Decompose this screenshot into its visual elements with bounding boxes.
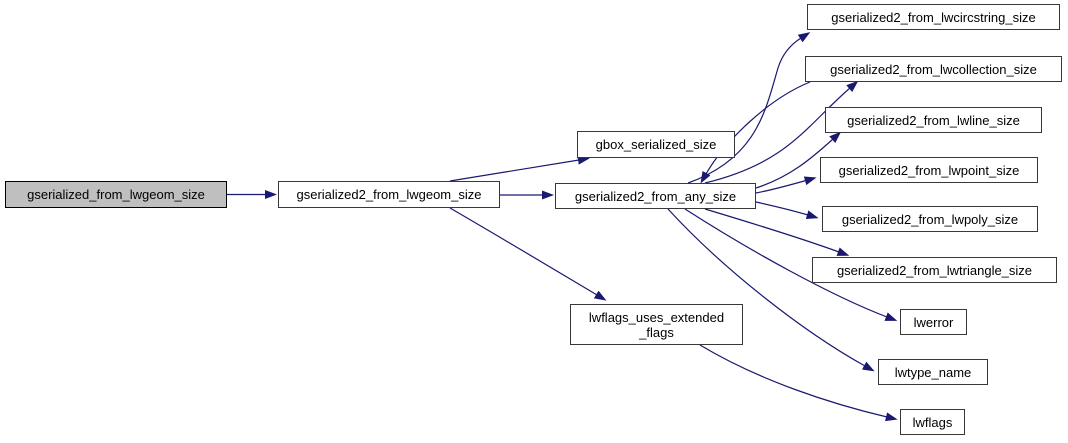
graph-node-lwflags_uses_extended_flags[interactable]: lwflags_uses_extended_flags [570,304,743,345]
graph-node-label: gserialized2_from_lwtriangle_size [836,262,1033,278]
call-edge-gserialized2_from_any_size-to-lwerror [684,208,898,321]
call-edge-gserialized2_from_any_size-to-gserialized2_from_lwcircstring_size [687,32,811,184]
graph-node-label: gserialized2_from_lwcollection_size [830,61,1037,77]
graph-node-label: lwerror [913,314,954,330]
graph-node-label: gserialized_from_lwgeom_size [27,187,205,202]
graph-node-label: lwflags_uses_extended_flags [588,309,725,340]
graph-node-gserialized2_from_lwline_size[interactable]: gserialized2_from_lwline_size [825,107,1042,133]
call-edge-gserialized2_from_any_size-to-gserialized2_from_lwpoint_size [755,176,817,194]
graph-node-gserialized2_from_lwpoint_size[interactable]: gserialized2_from_lwpoint_size [820,157,1038,183]
graph-node-label: gserialized2_from_lwline_size [847,112,1020,128]
graph-node-lwflags[interactable]: lwflags [900,409,965,435]
call-edge-gserialized2_from_lwgeom_size-to-gbox_serialized_size [449,155,590,182]
graph-node-label: lwflags [912,414,953,430]
graph-node-label: gserialized2_from_lwpoly_size [841,211,1019,227]
graph-node-label: gbox_serialized_size [595,137,717,152]
graph-node-label: gserialized2_from_lwcircstring_size [831,9,1036,25]
graph-node-lwtype_name[interactable]: lwtype_name [878,359,988,385]
graph-node-gserialized2_from_any_size[interactable]: gserialized2_from_any_size [555,183,756,209]
call-edge-gserialized2_from_any_size-to-gserialized2_from_lwline_size [755,131,842,189]
call-edge-gserialized2_from_any_size-to-gserialized2_from_lwcollection_size [704,80,859,184]
graph-node-gserialized_from_lwgeom_size[interactable]: gserialized_from_lwgeom_size [5,181,227,208]
call-edge-gserialized2_from_any_size-to-gserialized2_from_lwpoly_size [755,201,819,220]
call-edge-lwflags_uses_extended_flags-to-lwflags [699,344,898,422]
call-edge-gserialized2_from_lwcollection_size-to-gserialized2_from_any_size [700,81,811,184]
graph-node-gserialized2_from_lwcircstring_size[interactable]: gserialized2_from_lwcircstring_size [807,4,1060,30]
graph-node-label: gserialized2_from_lwgeom_size [296,187,482,202]
graph-node-label: lwtype_name [894,364,972,380]
graph-node-gserialized2_from_lwtriangle_size[interactable]: gserialized2_from_lwtriangle_size [812,257,1057,283]
graph-node-gserialized2_from_lwpoly_size[interactable]: gserialized2_from_lwpoly_size [822,206,1038,232]
call-edge-gserialized2_from_any_size-to-gserialized2_from_lwtriangle_size [704,208,850,256]
graph-node-label: gserialized2_from_lwpoint_size [838,162,1020,178]
call-edge-gserialized2_from_lwgeom_size-to-lwflags_uses_extended_flags [449,207,607,301]
graph-node-gserialized2_from_lwgeom_size[interactable]: gserialized2_from_lwgeom_size [278,181,500,208]
graph-node-gbox_serialized_size[interactable]: gbox_serialized_size [577,131,735,158]
call-edge-gserialized2_from_any_size-to-lwtype_name [667,208,875,372]
graph-node-label: gserialized2_from_any_size [574,188,737,204]
graph-node-lwerror[interactable]: lwerror [900,309,967,335]
graph-node-gserialized2_from_lwcollection_size[interactable]: gserialized2_from_lwcollection_size [805,56,1062,82]
